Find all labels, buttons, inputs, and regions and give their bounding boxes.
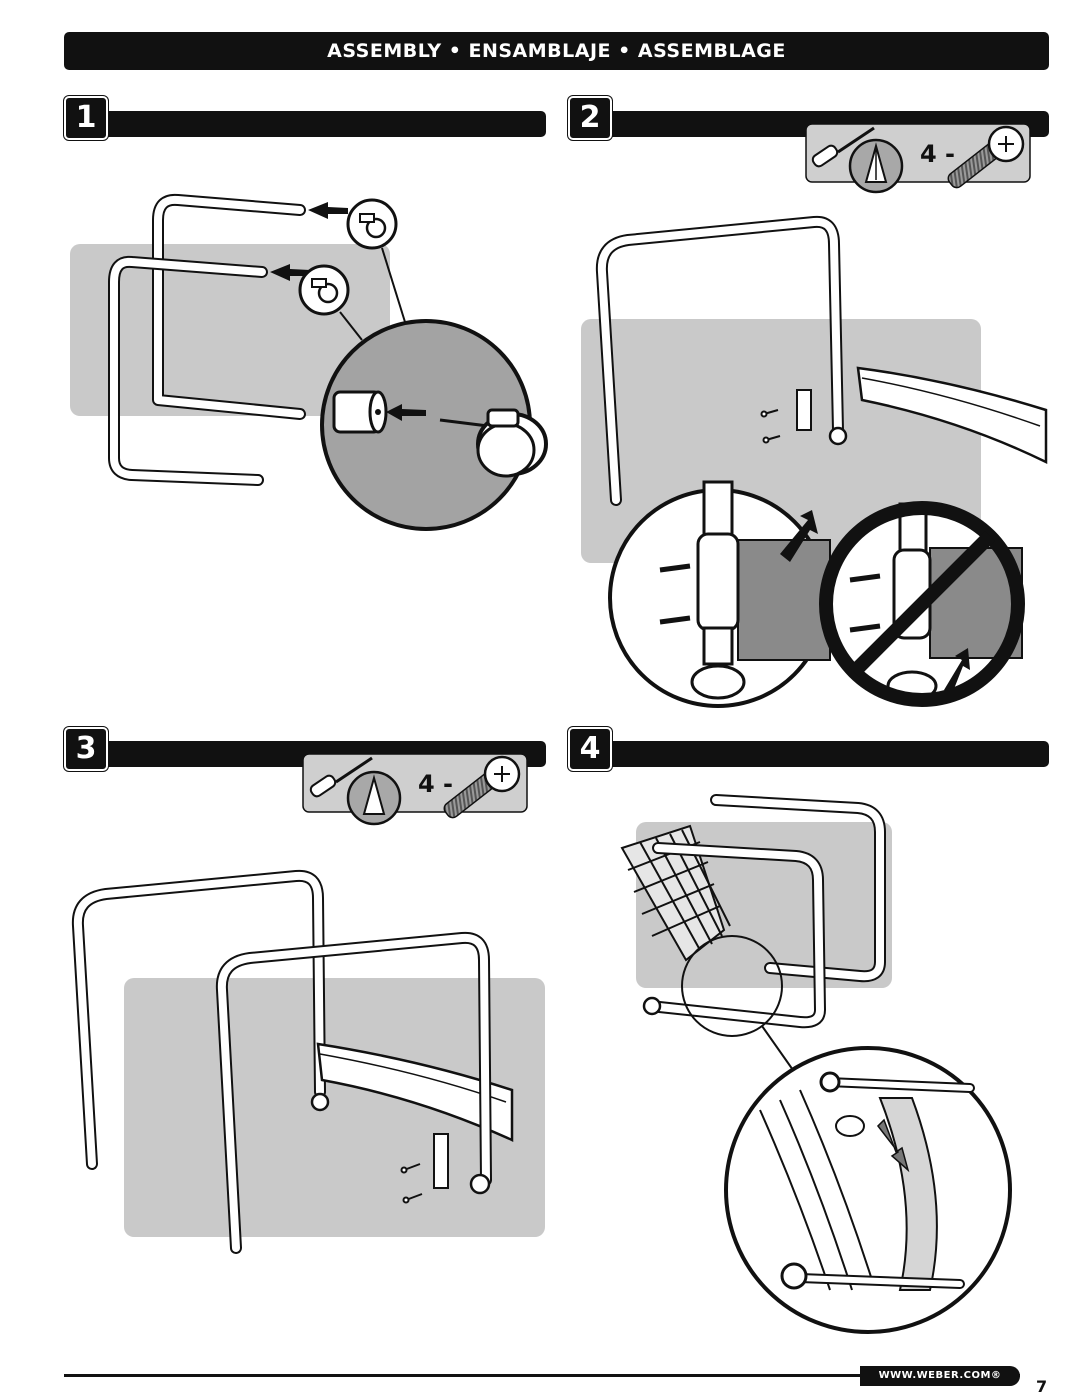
step-3-number: 3: [64, 727, 108, 771]
section-title-banner: ASSEMBLY • ENSAMBLAJE • ASSEMBLAGE: [64, 32, 1049, 70]
step-1-frame-back-inner: [154, 195, 304, 418]
bracket: [796, 389, 812, 431]
step-4-frame-back: [710, 794, 886, 983]
step-2-number: 2: [568, 96, 612, 140]
page-number: 7: [1036, 1377, 1048, 1396]
step-1-frame-back: [152, 193, 306, 420]
step-4-bar: [604, 741, 1049, 767]
step-4-detail: [724, 1046, 1012, 1334]
screwdriver-icon: [811, 126, 875, 168]
caster: [469, 1173, 491, 1195]
step-2-crossbar: [856, 366, 1048, 465]
step-4-callout-ring: [681, 935, 783, 1037]
step-1-bar: [100, 111, 546, 137]
step-4-frame-front-inner: [646, 844, 824, 1027]
step-4-number: 4: [568, 727, 612, 771]
phillips-tip-icon: [848, 138, 904, 194]
bracket: [433, 1133, 449, 1189]
step-1-arrows: [270, 202, 348, 281]
screws-step-2: [760, 409, 781, 444]
hardware-box-step-3: 4 -: [302, 753, 528, 826]
footer-url-badge: WWW.WEBER.COM®: [860, 1366, 1020, 1386]
step-2-correct-detail: [608, 480, 831, 708]
prohibited-icon: [819, 501, 1025, 707]
step-3-frame-back: [71, 869, 326, 1170]
step-2-incorrect-detail: [819, 501, 1025, 707]
step-3-frame-back-inner: [73, 871, 324, 1168]
step-3-frame-front-inner: [217, 933, 490, 1252]
step-2-frame: [595, 215, 844, 506]
step-4-grate: [620, 824, 731, 962]
hardware-count-step-2: 4 -: [920, 140, 955, 168]
bolt-icon: [947, 125, 1025, 189]
hardware-box-step-2: 4 -: [805, 123, 1031, 194]
caster: [310, 1092, 330, 1112]
caster: [642, 996, 662, 1016]
caster: [828, 426, 848, 446]
step-1-frame-front-inner: [110, 257, 266, 484]
step-1-detail-callout: [320, 247, 548, 531]
step-1-frame-front: [108, 255, 268, 486]
step-1-number: 1: [64, 96, 108, 140]
screws-step-3: [400, 1163, 423, 1204]
step-4-frame-back-inner: [712, 796, 884, 981]
step-2-frame-inner: [597, 217, 842, 504]
caster-icon: [298, 198, 398, 316]
hardware-count-step-3: 4 -: [418, 770, 453, 798]
footer-rule: [64, 1374, 1020, 1377]
